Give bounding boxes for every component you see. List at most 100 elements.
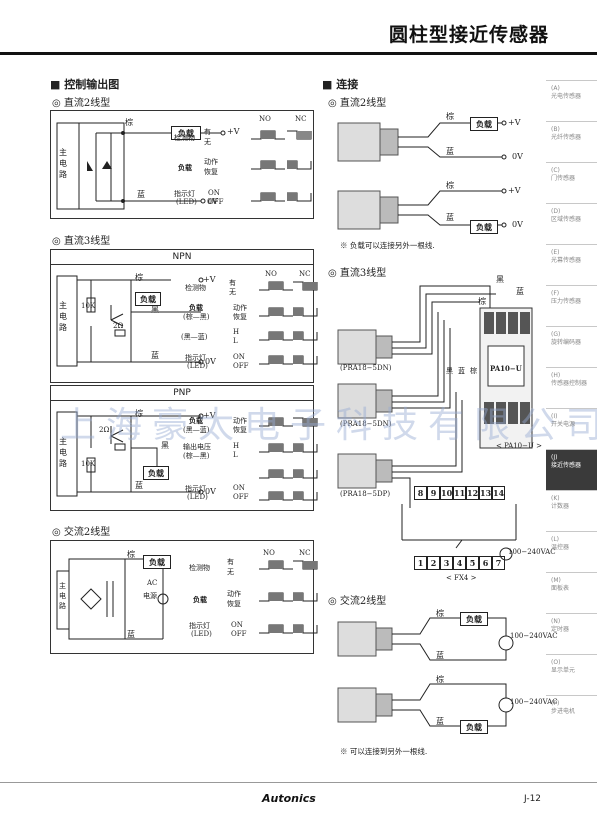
terminal-7: 7 — [492, 556, 505, 570]
sidebar-item-label: 接近传感器 — [551, 462, 582, 469]
r-ac2-note: ※ 可以连接到另外一根线. — [340, 747, 428, 756]
terminal-4: 4 — [453, 556, 466, 570]
npn-row-led: 指示灯 — [185, 354, 206, 362]
npn-row-detect: 检测物 — [185, 284, 206, 292]
pnp-brown-label: 棕 — [135, 409, 143, 418]
ac2-output-box: 主电路 棕 负载 AC 电源 蓝 NO NC 检测物 有 无 负载 动作 恢复 … — [50, 540, 318, 654]
pnp-main-circuit: 主电路 — [59, 437, 67, 468]
ac2-brown-label: 棕 — [127, 550, 135, 559]
r-dc3-unit-label: < PA10−U > — [496, 442, 542, 450]
pnp-load-off: 恢复 — [233, 426, 247, 434]
pnp-load-on: 动作 — [233, 417, 247, 425]
load-box: 负载 — [171, 126, 201, 140]
r-ac2-brown-2: 棕 — [436, 675, 444, 684]
dc2-output-box: 主电路 棕 负载 +V 蓝 0V NO NC — [50, 110, 314, 219]
pnp-header: PNP — [51, 386, 313, 401]
npn-r10k: 10K — [81, 302, 96, 310]
ac2-row-detect: 检测物 — [189, 564, 210, 572]
sidebar-item[interactable]: (D)区域传感器 — [546, 203, 597, 244]
pnp-load-box: 负载 — [143, 466, 169, 480]
sidebar-item-code: (B) — [551, 126, 560, 133]
sidebar-item[interactable]: (J)接近传感器 — [546, 449, 597, 490]
pnp-zero: 0V — [205, 487, 216, 496]
ac2-col-nc: NC — [299, 549, 311, 557]
ac2-load-on: 动作 — [227, 590, 241, 598]
sidebar-item[interactable]: (B)光纤传感器 — [546, 121, 597, 162]
r-dc3-blue-2: 蓝 — [458, 367, 465, 375]
sidebar-item-code: (O) — [551, 659, 561, 666]
npn-load-on: 动作 — [233, 304, 247, 312]
ac2-led-on: ON — [231, 621, 243, 629]
npn-vplus: +V — [203, 275, 216, 284]
r-ac2-supply-1: 100−240VAC — [510, 632, 558, 640]
r-dc3-brown: 棕 — [478, 297, 486, 306]
r-dc3-black: 黑 — [496, 275, 504, 284]
pnp-blue-label: 蓝 — [135, 481, 143, 490]
npn-detect-off: 无 — [229, 288, 236, 296]
pnp-led-off: OFF — [233, 493, 249, 501]
pnp-row-led: 指示灯 — [185, 485, 206, 493]
r-dc3-wiring — [337, 285, 533, 561]
npn-main-circuit: 主电路 — [59, 301, 67, 332]
sidebar-item-label: 开关电源 — [551, 421, 576, 428]
connection-title: ■ 连接 — [322, 78, 359, 91]
npn-row-led-sub: (LED) — [187, 362, 208, 370]
fx4-top-terminals: 8 9 10 11 12 13 14 — [414, 486, 505, 500]
npn-led-off: OFF — [233, 362, 249, 370]
sidebar-item[interactable]: (N)定时器 — [546, 613, 597, 654]
sidebar-item-label: 光幕传感器 — [551, 257, 582, 264]
sidebar-item[interactable]: (F)压力传感器 — [546, 285, 597, 326]
r-dc3-brown-2: 棕 — [470, 367, 477, 375]
r-dc3-blue: 蓝 — [516, 287, 524, 296]
sidebar-item-label: 区域传感器 — [551, 216, 582, 223]
header-rule — [0, 52, 597, 55]
pnp-row-load-sub: (黑—蓝) — [183, 426, 210, 434]
brand-logo: Autonics — [262, 792, 316, 805]
ac2-blue-label: 蓝 — [127, 630, 135, 639]
dc2-circuit — [56, 122, 312, 210]
sidebar-item[interactable]: (O)显示单元 — [546, 654, 597, 695]
pnp-r10k: 10K — [81, 460, 96, 468]
ac2-ac-label: AC — [147, 579, 158, 587]
ac2-row-led-sub: (LED) — [191, 630, 212, 638]
sidebar-item-code: (A) — [551, 85, 560, 92]
sidebar-item[interactable]: (K)计数器 — [546, 490, 597, 531]
watermark: 上海豪太电子科技有限公司 — [60, 405, 597, 446]
r-dc2-vplus-2: +V — [508, 186, 521, 195]
sidebar-item[interactable]: (I)开关电源 — [546, 408, 597, 449]
npn-load-off: 恢复 — [233, 313, 247, 321]
terminal-10: 10 — [440, 486, 453, 500]
r-ac2-brown-1: 棕 — [436, 609, 444, 618]
npn-row-voltage: (黑—蓝) — [181, 333, 208, 341]
terminal-3: 3 — [440, 556, 453, 570]
sidebar-item[interactable]: (G)旋转编码器 — [546, 326, 597, 367]
sidebar-item[interactable]: (A)光电传感器 — [546, 80, 597, 121]
ac2-load-off: 恢复 — [227, 600, 241, 608]
terminal-1: 1 — [414, 556, 427, 570]
sidebar-item[interactable]: (C)门传感器 — [546, 162, 597, 203]
sidebar-item-label: 面板表 — [551, 585, 570, 592]
sidebar-item[interactable]: (E)光幕传感器 — [546, 244, 597, 285]
sidebar-item-code: (F) — [551, 290, 560, 297]
r-ac2-blue-2: 蓝 — [436, 717, 444, 726]
sidebar-item[interactable]: (M)面板表 — [546, 572, 597, 613]
dc2-row-led-sub: (LED) — [176, 198, 197, 206]
pnp-row-voltage: 输出电压 — [183, 443, 211, 451]
sidebar-item[interactable]: (L)温控器 — [546, 531, 597, 572]
sidebar-item-code: (K) — [551, 495, 560, 502]
sidebar-item-label: 传感器控制器 — [551, 380, 588, 387]
pnp-hl-l: L — [233, 451, 238, 459]
npn-row-load-sub: (棕—黑) — [183, 313, 210, 321]
terminal-5: 5 — [466, 556, 479, 570]
col-nc: NC — [295, 115, 307, 123]
sidebar-item[interactable]: (P)步进电机 — [546, 695, 597, 736]
sidebar-item-label: 光纤传感器 — [551, 134, 582, 141]
ac2-supply-label: 电源 — [143, 592, 157, 600]
sidebar-item-label: 步进电机 — [551, 708, 576, 715]
npn-hl-h: H — [233, 328, 240, 336]
terminal-9: 9 — [427, 486, 440, 500]
npn-detect-on: 有 — [229, 279, 236, 287]
ac2-circuit — [56, 558, 318, 640]
sidebar-item[interactable]: (H)传感器控制器 — [546, 367, 597, 408]
sidebar-item-label: 计数器 — [551, 503, 570, 510]
